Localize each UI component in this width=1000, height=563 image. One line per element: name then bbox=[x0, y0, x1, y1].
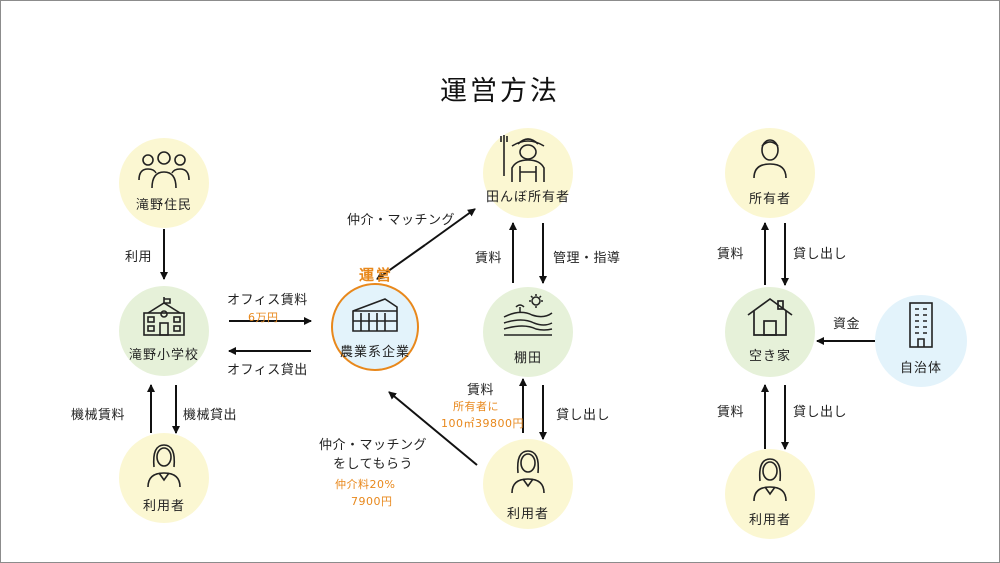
edge-label-rent-lower: 賃料 bbox=[467, 383, 495, 398]
edge-label-use: 利用 bbox=[125, 250, 153, 265]
house-icon bbox=[747, 297, 793, 336]
edge-label-fee1: 仲介料20% bbox=[335, 478, 396, 491]
label-owner-right: 所有者 bbox=[748, 192, 791, 207]
label-vacant-house: 空き家 bbox=[748, 349, 791, 364]
edge-label-office-rent-amount: 6万円 bbox=[248, 311, 279, 324]
edge-label-office-rent: オフィス賃料 bbox=[227, 293, 308, 308]
edge-label-rent-right-bottom: 賃料 bbox=[717, 405, 745, 420]
people-group-icon bbox=[138, 151, 190, 189]
edge-label-mediation-matching: 仲介・マッチング bbox=[347, 213, 456, 228]
edge-label-rent-lower-note1: 所有者に bbox=[453, 400, 499, 413]
edge-label-rent-center: 賃料 bbox=[475, 251, 503, 266]
node-vacant-house: 空き家 bbox=[725, 287, 815, 377]
edge-label-machine-rent: 機械賃料 bbox=[71, 408, 126, 423]
label-company: 農業系企業 bbox=[339, 345, 410, 360]
arrow-user-to-company bbox=[388, 391, 478, 466]
edge-label-office-lending: オフィス貸出 bbox=[227, 363, 308, 378]
node-takino-residents: 滝野住民 bbox=[119, 138, 209, 228]
person-icon bbox=[753, 139, 787, 179]
woman-user-icon bbox=[147, 444, 181, 488]
node-user-center: 利用者 bbox=[483, 439, 573, 529]
label-rice-owner: 田んぼ所有者 bbox=[485, 190, 570, 205]
label-operation: 運営 bbox=[359, 266, 394, 284]
edge-label-lending-lower: 貸し出し bbox=[556, 408, 611, 423]
label-takino-residents: 滝野住民 bbox=[135, 198, 192, 213]
edge-label-rent-lower-note2: 100㎡39800円 bbox=[441, 417, 524, 430]
label-user-right: 利用者 bbox=[748, 513, 791, 528]
school-icon bbox=[143, 297, 185, 336]
edge-label-lending-right-bottom: 貸し出し bbox=[793, 405, 848, 420]
terraced-field-icon bbox=[503, 294, 553, 336]
label-takino-school: 滝野小学校 bbox=[128, 348, 199, 363]
label-user-center: 利用者 bbox=[506, 507, 549, 522]
woman-user-icon bbox=[753, 458, 787, 502]
arrow-company-owner-a bbox=[376, 244, 426, 280]
node-takino-school: 滝野小学校 bbox=[119, 286, 209, 376]
label-terraced-field: 棚田 bbox=[513, 351, 542, 366]
node-terraced-field: 棚田 bbox=[483, 287, 573, 377]
edge-label-machine-lending: 機械貸出 bbox=[183, 408, 238, 423]
label-user-left: 利用者 bbox=[142, 499, 185, 514]
farmer-icon bbox=[500, 135, 545, 182]
edge-label-lending-right-top: 貸し出し bbox=[793, 247, 848, 262]
node-local-gov: 自治体 bbox=[875, 295, 967, 387]
edge-label-funds: 資金 bbox=[833, 317, 861, 332]
arrow-company-owner-b bbox=[424, 208, 476, 246]
edge-label-user-request1: 仲介・マッチング bbox=[319, 438, 428, 453]
edge-label-rent-right-top: 賃料 bbox=[717, 247, 745, 262]
node-rice-owner: 田んぼ所有者 bbox=[483, 128, 573, 218]
woman-user-icon bbox=[511, 450, 545, 494]
label-local-gov: 自治体 bbox=[899, 361, 942, 376]
edge-label-user-request2: をしてもらう bbox=[333, 457, 413, 472]
node-company: 農業系企業 bbox=[331, 283, 419, 371]
node-owner-right: 所有者 bbox=[725, 128, 815, 218]
page-title: 運営方法 bbox=[440, 76, 560, 107]
office-building-icon bbox=[909, 302, 933, 348]
edge-label-fee2: 7900円 bbox=[351, 495, 393, 508]
node-user-right: 利用者 bbox=[725, 449, 815, 539]
edge-label-management-guidance: 管理・指導 bbox=[553, 251, 621, 266]
factory-building-icon bbox=[352, 298, 398, 332]
node-user-left: 利用者 bbox=[119, 433, 209, 523]
